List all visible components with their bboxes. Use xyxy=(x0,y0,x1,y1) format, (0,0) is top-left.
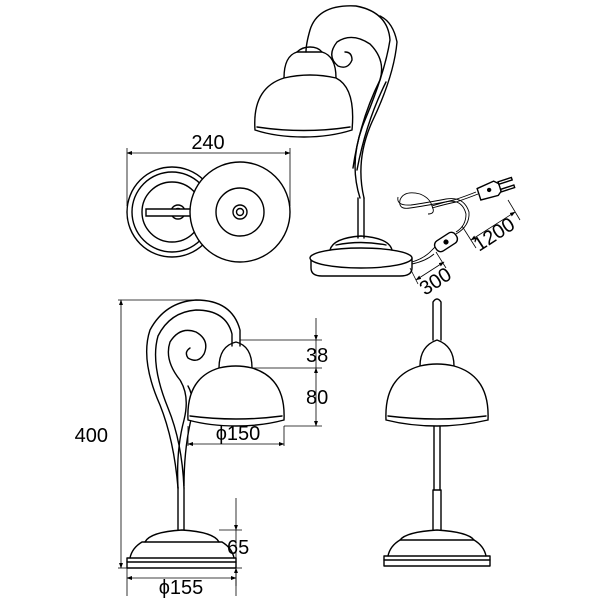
perspective-stem xyxy=(357,197,365,239)
base-diameter-label: ϕ155 xyxy=(159,577,204,599)
cord-length-dimension: 1200 xyxy=(461,199,521,257)
base-height-label: 65 xyxy=(227,537,249,559)
perspective-arm xyxy=(305,5,398,199)
front-view xyxy=(383,298,491,567)
top-view: 240 xyxy=(126,132,291,263)
side-view: 400 38 80 ϕ150 65 ϕ155 xyxy=(75,299,328,599)
perspective-view: 1200 300 xyxy=(254,5,521,301)
side-base xyxy=(126,529,237,569)
shade-diameter-label: ϕ150 xyxy=(216,423,261,445)
shade-bottom-height-label: 80 xyxy=(306,387,328,409)
perspective-shade xyxy=(254,46,354,138)
side-arm xyxy=(145,299,241,531)
side-shade xyxy=(187,341,285,427)
switch-length-dimension: 300 xyxy=(409,251,456,301)
cord-switch-icon xyxy=(433,231,459,253)
perspective-cord xyxy=(397,176,516,265)
total-height-label: 400 xyxy=(75,425,108,447)
switch-length-label: 300 xyxy=(416,264,456,301)
plug-icon xyxy=(476,176,516,201)
shade-top-height-label: 38 xyxy=(306,345,328,367)
cord-length-label: 1200 xyxy=(470,214,519,257)
perspective-base xyxy=(309,235,413,277)
top-width-label: 240 xyxy=(191,132,224,154)
